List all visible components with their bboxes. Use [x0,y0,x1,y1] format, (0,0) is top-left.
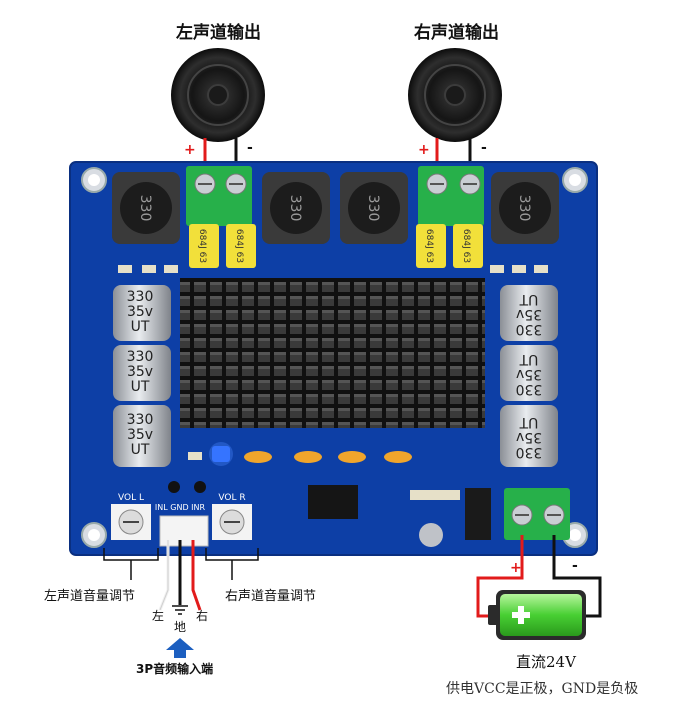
svg-text:35v: 35v [516,366,542,382]
right-minus-label: - [481,140,487,156]
svg-text:35v: 35v [516,306,542,322]
dc-plus-label: + [510,560,522,576]
svg-text:330: 330 [516,444,543,460]
wire-left-label: 左 [152,609,165,623]
svg-text:684J 63: 684J 63 [424,229,434,263]
right-plus-label: + [418,142,430,158]
svg-text:684J 63: 684J 63 [197,229,207,263]
svg-text:UT: UT [519,351,538,367]
svg-text:UT: UT [519,414,538,430]
audio-input-connector [159,515,209,547]
battery-icon [488,590,586,640]
svg-text:684J 63: 684J 63 [234,229,244,263]
svg-text:UT: UT [131,442,150,458]
film-capacitors: 684J 63 684J 63 684J 63 684J 63 [189,224,483,268]
left-volume-label: 左声道音量调节 [44,589,136,604]
inductors: 330 330 330 330 [112,172,559,244]
svg-text:330: 330 [127,412,154,428]
wire-right-label: 右 [196,609,209,623]
svg-text:330: 330 [516,381,543,397]
svg-text:330: 330 [287,195,303,222]
audio-input-label: 3P音频输入端 [136,662,214,676]
svg-text:VOL R: VOL R [218,493,245,503]
svg-text:330: 330 [365,195,381,222]
svg-text:330: 330 [516,321,543,337]
left-speaker-icon [171,48,265,142]
svg-text:330: 330 [127,289,154,305]
svg-text:35v: 35v [127,427,153,443]
right-output-label: 右声道输出 [414,23,499,43]
dc-minus-label: - [572,558,578,574]
volume-brackets [103,548,259,580]
svg-text:UT: UT [519,291,538,307]
svg-text:35v: 35v [516,429,542,445]
svg-text:330: 330 [516,195,532,222]
left-plus-label: + [184,142,196,158]
wire-ground-label: 地 [174,620,187,634]
left-output-label: 左声道输出 [176,23,261,43]
power-terminal [504,488,570,540]
speaker-terminals [186,166,484,226]
right-speaker-icon [408,48,502,142]
dc-supply-label: 直流24V [516,653,576,671]
audio-input-wires [158,540,202,611]
svg-text:VOL L: VOL L [118,493,144,503]
svg-text:684J 63: 684J 63 [461,229,471,263]
smd-components [118,265,548,547]
heatsink [180,278,485,428]
svg-text:35v: 35v [127,364,153,380]
left-minus-label: - [247,140,253,156]
power-note: 供电VCC是正极，GND是负极 [446,681,639,697]
ground-icon [172,605,188,615]
right-volume-label: 右声道音量调节 [225,589,317,604]
power-wires [476,535,602,618]
volume-pots: VOL L VOL R INL GND INR [111,493,252,540]
arrow-up-icon [166,638,194,658]
svg-text:UT: UT [131,379,150,395]
svg-text:INL GND INR: INL GND INR [155,503,206,512]
svg-text:UT: UT [131,319,150,335]
svg-text:330: 330 [127,349,154,365]
inductor-marking: 330 [137,195,153,222]
svg-text:35v: 35v [127,304,153,320]
